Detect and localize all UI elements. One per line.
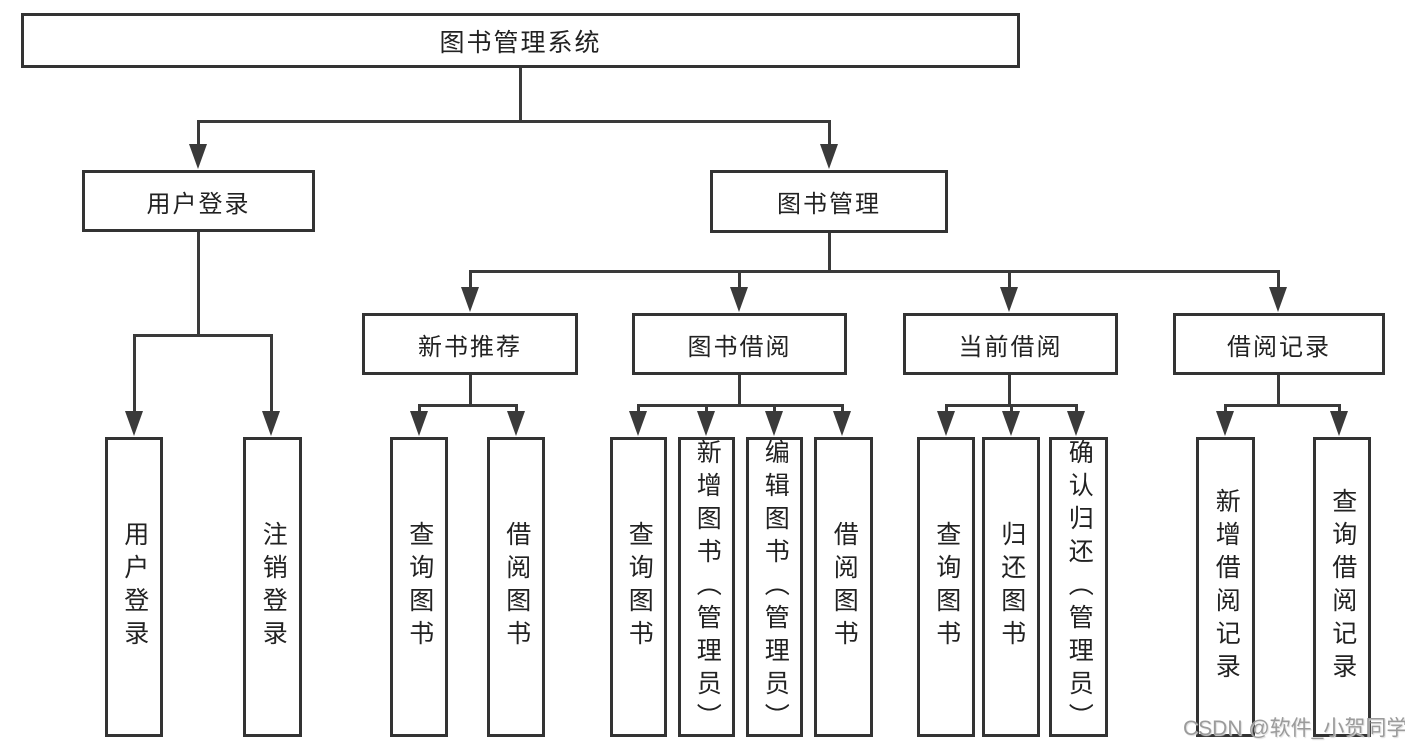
arrow-to-leaf <box>765 411 783 436</box>
leaf-label: 查询图书 <box>932 521 961 653</box>
arrow-to-leaf <box>697 411 715 436</box>
arrow-to-leaf <box>1067 411 1085 436</box>
connector-drop <box>1224 404 1227 414</box>
connector-drop-user-login <box>197 120 200 146</box>
connector-user-login-rail <box>133 334 273 337</box>
node-label: 图书借阅 <box>687 333 792 361</box>
node-label: 用户登录 <box>146 190 251 218</box>
connector-root-stem <box>519 68 522 120</box>
connector-drop <box>418 404 421 414</box>
arrow-to-leaf-login <box>125 411 143 436</box>
node-book-borrowing: 图书借阅 <box>632 313 847 375</box>
connector-borrow-records-rail <box>1224 404 1341 407</box>
leaf-query-books: 查询图书 <box>917 437 975 737</box>
leaf-label: 用户登录 <box>120 521 149 653</box>
leaf-user-login: 用户登录 <box>105 437 163 737</box>
arrow-to-leaf <box>1330 411 1348 436</box>
connector-drop <box>773 404 776 414</box>
connector-book-borrow-rail <box>637 404 843 407</box>
arrow-to-book-management <box>820 144 838 169</box>
connector-drop <box>637 404 640 414</box>
arrow-to-user-login <box>189 144 207 169</box>
connector-drop <box>945 404 948 414</box>
connector-drop <box>841 404 844 414</box>
node-label: 当前借阅 <box>958 333 1063 361</box>
arrow-to-current-borrow <box>1000 287 1018 312</box>
leaf-label: 查询图书 <box>625 521 654 653</box>
arrow-to-leaf <box>833 411 851 436</box>
connector-drop <box>705 404 708 414</box>
arrow-to-leaf <box>410 411 428 436</box>
arrow-to-leaf <box>1002 411 1020 436</box>
arrow-to-leaf-logout <box>262 411 280 436</box>
node-library-management-system: 图书管理系统 <box>21 13 1020 68</box>
connector-drop-book-management <box>828 120 831 146</box>
leaf-query-borrow-record: 查询借阅记录 <box>1313 437 1371 737</box>
connector-drop <box>1010 404 1013 414</box>
leaf-label: 归还图书 <box>997 521 1026 653</box>
node-label: 借阅记录 <box>1227 333 1331 361</box>
leaf-query-books: 查询图书 <box>390 437 448 737</box>
arrow-to-leaf <box>1216 411 1234 436</box>
leaf-label: 新增借阅记录 <box>1212 488 1241 686</box>
arrow-to-book-borrow <box>730 287 748 312</box>
connector-current-borrow-stem <box>1008 375 1011 406</box>
leaf-confirm-return-admin: 确认归还（管理员） <box>1049 437 1108 737</box>
connector-new-book-stem <box>469 375 472 406</box>
connector-level3-rail <box>469 270 1280 273</box>
arrow-to-new-book <box>461 287 479 312</box>
connector-drop <box>1338 404 1341 414</box>
node-new-book-recommendation: 新书推荐 <box>362 313 578 375</box>
arrow-to-leaf <box>937 411 955 436</box>
leaf-label: 查询借阅记录 <box>1328 488 1357 686</box>
leaf-borrow-books: 借阅图书 <box>487 437 545 737</box>
connector-book-borrow-stem <box>738 375 741 406</box>
node-current-borrowing: 当前借阅 <box>903 313 1118 375</box>
leaf-return-books: 归还图书 <box>982 437 1040 737</box>
connector-borrow-records-stem <box>1277 375 1280 406</box>
arrow-to-leaf <box>507 411 525 436</box>
node-label: 图书管理系统 <box>439 28 602 57</box>
connector-drop-new-book <box>469 270 472 288</box>
leaf-logout: 注销登录 <box>243 437 302 737</box>
connector-drop <box>515 404 518 414</box>
node-book-management: 图书管理 <box>710 170 948 233</box>
csdn-watermark: CSDN @软件_小贺同学 <box>1183 717 1405 740</box>
connector-drop <box>1075 404 1078 414</box>
node-user-login: 用户登录 <box>82 170 315 232</box>
node-borrowing-records: 借阅记录 <box>1173 313 1385 375</box>
arrow-to-borrow-records <box>1269 287 1287 312</box>
leaf-borrow-books: 借阅图书 <box>814 437 873 737</box>
connector-drop-current-borrow <box>1008 270 1011 288</box>
leaf-label: 编辑图书（管理员） <box>761 438 790 736</box>
connector-new-book-rail <box>418 404 518 407</box>
arrow-to-leaf <box>629 411 647 436</box>
connector-drop-leaf-logout <box>270 334 273 412</box>
leaf-edit-books-admin: 编辑图书（管理员） <box>746 437 803 737</box>
node-label: 图书管理 <box>777 191 881 218</box>
leaf-label: 注销登录 <box>259 521 288 653</box>
leaf-label: 查询图书 <box>405 521 434 653</box>
leaf-label: 确认归还（管理员） <box>1065 438 1094 736</box>
connector-drop-book-borrow <box>738 270 741 288</box>
node-label: 新书推荐 <box>418 333 522 361</box>
connector-level2-rail <box>197 120 831 123</box>
leaf-label: 新增图书（管理员） <box>693 438 722 736</box>
connector-drop-leaf-login <box>133 334 136 412</box>
leaf-add-borrow-record: 新增借阅记录 <box>1196 437 1255 737</box>
leaf-add-books-admin: 新增图书（管理员） <box>678 437 735 737</box>
leaf-label: 借阅图书 <box>830 521 859 653</box>
connector-drop-borrow-records <box>1277 270 1280 288</box>
leaf-query-books: 查询图书 <box>610 437 667 737</box>
connector-user-login-stem <box>197 232 200 336</box>
leaf-label: 借阅图书 <box>502 521 531 653</box>
connector-book-management-stem <box>828 233 831 272</box>
